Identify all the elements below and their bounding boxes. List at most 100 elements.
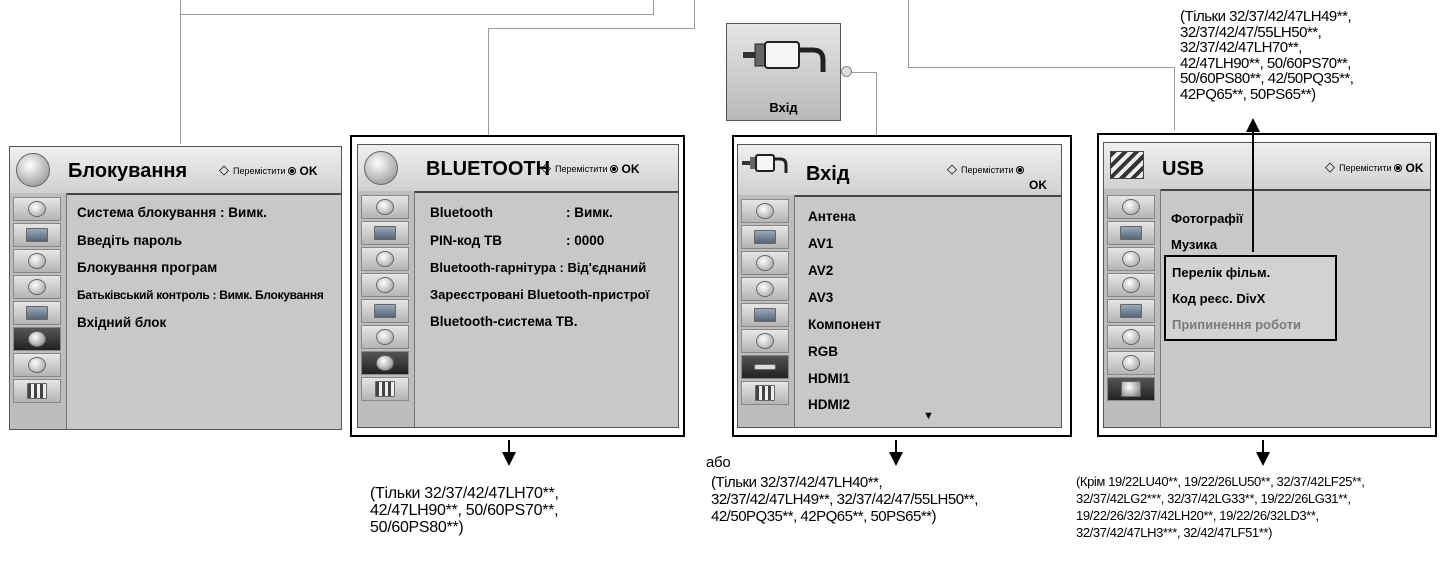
menu-item[interactable]: Зареєстровані Bluetooth-пристрої: [430, 287, 650, 302]
input-sidebar: [738, 195, 795, 427]
sidebar-item-lock[interactable]: [361, 325, 409, 349]
hint-move: Перемістити: [1339, 163, 1392, 173]
input-source-item[interactable]: Антена: [808, 209, 856, 224]
sidebar-item-bluetooth[interactable]: [1107, 351, 1155, 375]
down-arrow-icon: [502, 452, 516, 466]
sidebar-item-picture[interactable]: [13, 223, 61, 247]
menu-item[interactable]: PIN-код ТВ: [430, 233, 502, 248]
menu-item-value: : Вимк.: [566, 205, 613, 220]
bluetooth-icon: [364, 151, 398, 185]
sidebar-item-setup[interactable]: [741, 199, 789, 223]
usb-menu-item[interactable]: Музика: [1171, 237, 1218, 252]
sidebar-item-usb[interactable]: [13, 379, 61, 403]
input-source-item[interactable]: Компонент: [808, 317, 882, 332]
menu-item[interactable]: Блокування програм: [77, 260, 218, 275]
up-arrow-line: [1252, 130, 1254, 252]
nav-hint: Перемістити OK: [1325, 159, 1423, 175]
sidebar-item-option[interactable]: [1107, 299, 1155, 323]
submenu-item-deactivate[interactable]: Припинення роботи: [1172, 317, 1301, 332]
input-source-item[interactable]: AV3: [808, 290, 834, 305]
menu-item[interactable]: Вхідний блок: [77, 315, 167, 330]
lock-icon: [376, 329, 394, 345]
sidebar-item-input[interactable]: [741, 355, 789, 379]
lock-icon: [756, 333, 774, 349]
hint-ok: OK: [1029, 178, 1047, 192]
input-source-item[interactable]: HDMI2: [808, 397, 851, 412]
submenu-item-movie-list[interactable]: Перелік фільм.: [1172, 265, 1271, 280]
arrows-icon: [541, 160, 552, 176]
down-arrow-line: [895, 440, 897, 456]
input-source-item[interactable]: AV2: [808, 263, 834, 278]
sidebar-item-time[interactable]: [13, 275, 61, 299]
sidebar-item-setup[interactable]: [1107, 195, 1155, 219]
hint-move: Перемістити: [233, 166, 286, 176]
input-cable-icon: [743, 41, 826, 72]
bluetooth-icon: [376, 355, 394, 371]
sidebar-item-time[interactable]: [361, 273, 409, 297]
clock-icon: [1122, 277, 1140, 293]
lock-menu-header: Блокування Перемістити OK: [10, 147, 341, 195]
sidebar-item-audio[interactable]: [1107, 247, 1155, 271]
sidebar-item-time[interactable]: [741, 277, 789, 301]
sidebar-item-usb[interactable]: [741, 381, 789, 405]
nav-hint: Перемістити OK: [219, 162, 317, 178]
satellite-icon: [376, 199, 394, 215]
sidebar-item-option[interactable]: [741, 303, 789, 327]
ok-button-icon: [1016, 166, 1025, 174]
sidebar-item-option[interactable]: [13, 301, 61, 325]
scroll-down-icon[interactable]: ▼: [923, 410, 934, 422]
menu-item[interactable]: Bluetooth-гарнітура : Від'єднаний: [430, 260, 647, 275]
clapper-icon: [1110, 151, 1144, 179]
bluetooth-icon: [28, 357, 46, 373]
speaker-icon: [1122, 251, 1140, 267]
input-source-item[interactable]: HDMI1: [808, 371, 851, 386]
menu-item[interactable]: Введіть пароль: [77, 233, 183, 248]
sidebar-item-usb[interactable]: [361, 377, 409, 401]
speaker-icon: [376, 251, 394, 267]
sidebar-item-setup[interactable]: [13, 197, 61, 221]
sidebar-item-audio[interactable]: [13, 249, 61, 273]
sidebar-item-audio[interactable]: [361, 247, 409, 271]
option-icon: [26, 306, 48, 320]
connector-dot: [841, 66, 852, 77]
tv-icon: [374, 226, 396, 240]
clock-icon: [376, 277, 394, 293]
input-cable-icon: [754, 364, 776, 370]
submenu-item-divx-code[interactable]: Код реєс. DivX: [1172, 291, 1266, 306]
clock-icon: [756, 281, 774, 297]
menu-item[interactable]: Bluetooth-система ТВ.: [430, 314, 578, 329]
sidebar-item-time[interactable]: [1107, 273, 1155, 297]
menu-item[interactable]: Система блокування : Вимк.: [77, 205, 267, 220]
sidebar-item-picture[interactable]: [741, 225, 789, 249]
sidebar-item-picture[interactable]: [1107, 221, 1155, 245]
bluetooth-sidebar: [358, 191, 415, 427]
input-cable-icon: [742, 154, 788, 173]
sidebar-item-lock[interactable]: [741, 329, 789, 353]
input-button[interactable]: Вхід: [726, 23, 841, 121]
sidebar-item-picture[interactable]: [361, 221, 409, 245]
sidebar-item-option[interactable]: [361, 299, 409, 323]
sidebar-item-lock[interactable]: [13, 327, 61, 351]
input-menu-header: Вхід Перемістити OK: [738, 145, 1061, 197]
arrows-icon: [1325, 159, 1336, 175]
lock-menu: Блокування Перемістити OK Система блокув…: [9, 146, 342, 430]
sidebar-item-usb[interactable]: [1107, 377, 1155, 401]
input-source-item[interactable]: AV1: [808, 236, 834, 251]
connector-line: [852, 72, 877, 73]
sidebar-item-setup[interactable]: [361, 195, 409, 219]
sidebar-item-audio[interactable]: [741, 251, 789, 275]
menu-item[interactable]: Батьківський контроль : Вимк. Блокування: [77, 288, 324, 302]
usb-menu-item[interactable]: Фотографії: [1171, 211, 1244, 226]
sidebar-item-bluetooth[interactable]: [361, 351, 409, 375]
menu-item[interactable]: Bluetooth: [430, 205, 493, 220]
sidebar-item-lock[interactable]: [1107, 325, 1155, 349]
down-arrow-line: [508, 440, 510, 456]
option-icon: [1120, 304, 1142, 318]
sidebar-item-bluetooth[interactable]: [13, 353, 61, 377]
tv-icon: [26, 228, 48, 242]
tv-icon: [1120, 226, 1142, 240]
input-source-item[interactable]: RGB: [808, 344, 838, 359]
bluetooth-menu-header: BLUETOOTH Перемістити OK: [358, 145, 678, 193]
down-arrow-icon: [1256, 452, 1270, 466]
connector-line: [488, 28, 489, 146]
